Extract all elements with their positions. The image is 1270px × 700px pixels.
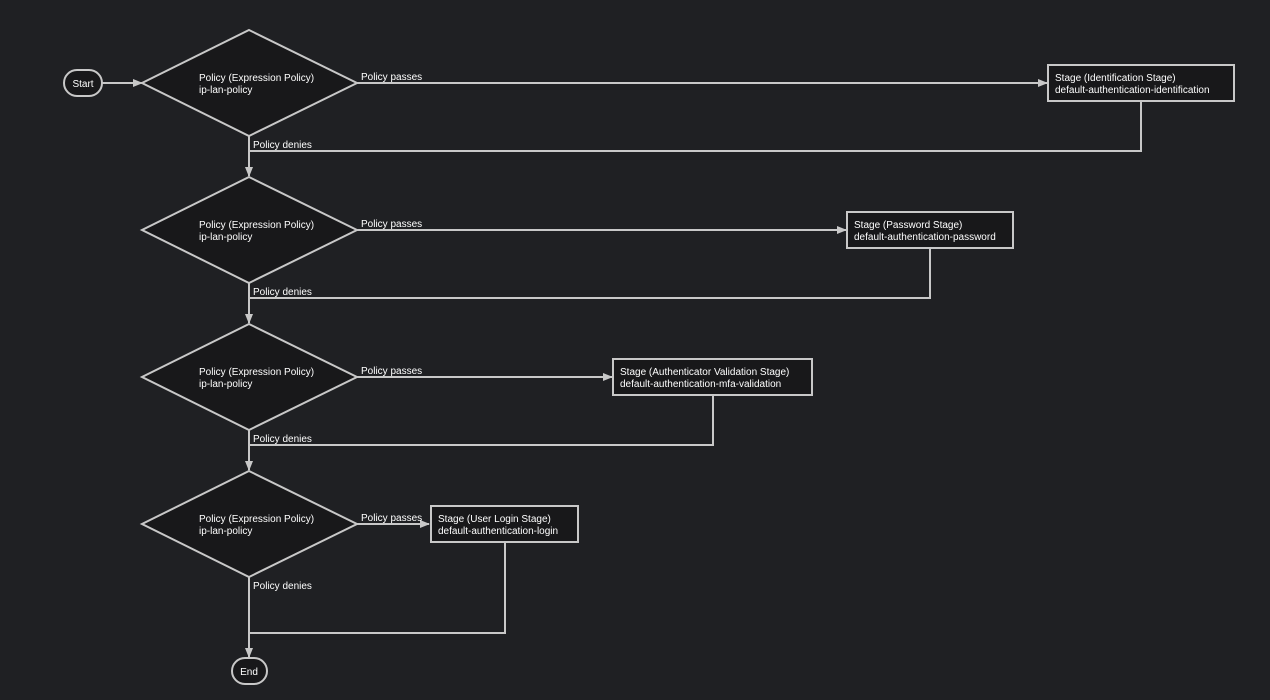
decision-3-line2: ip-lan-policy bbox=[199, 379, 252, 390]
decision-3-line1: Policy (Expression Policy) bbox=[199, 367, 314, 378]
decision-4-line1: Policy (Expression Policy) bbox=[199, 514, 314, 525]
stage-4-line2: default-authentication-login bbox=[438, 526, 558, 537]
stage-2: Stage (Password Stage) default-authentic… bbox=[846, 211, 1014, 249]
stage-1: Stage (Identification Stage) default-aut… bbox=[1047, 64, 1235, 102]
deny-label-1: Policy denies bbox=[253, 140, 312, 151]
edge-stage-3-to-decision-4 bbox=[249, 395, 714, 446]
pass-label-2: Policy passes bbox=[361, 219, 422, 230]
deny-label-4: Policy denies bbox=[253, 581, 312, 592]
pass-label-3: Policy passes bbox=[361, 366, 422, 377]
stage-2-line2: default-authentication-password bbox=[854, 232, 996, 243]
decision-2-line1: Policy (Expression Policy) bbox=[199, 220, 314, 231]
end-label: End bbox=[240, 667, 258, 678]
end-node: End bbox=[231, 657, 268, 685]
edge-stage-1-to-decision-2 bbox=[249, 101, 1142, 152]
decision-1-line2: ip-lan-policy bbox=[199, 85, 252, 96]
start-node: Start bbox=[63, 69, 103, 97]
pass-label-1: Policy passes bbox=[361, 72, 422, 83]
edge-labels: Policy passes Policy denies Policy passe… bbox=[253, 72, 422, 592]
stage-2-line1: Stage (Password Stage) bbox=[854, 220, 962, 231]
decision-1: Policy (Expression Policy) ip-lan-policy bbox=[139, 28, 360, 138]
stage-1-line2: default-authentication-identification bbox=[1055, 85, 1210, 96]
decision-2: Policy (Expression Policy) ip-lan-policy bbox=[139, 175, 360, 285]
stage-4-line1: Stage (User Login Stage) bbox=[438, 514, 551, 525]
start-label: Start bbox=[72, 79, 93, 90]
stage-3-line2: default-authentication-mfa-validation bbox=[620, 379, 781, 390]
decision-1-line1: Policy (Expression Policy) bbox=[199, 73, 314, 84]
stage-3: Stage (Authenticator Validation Stage) d… bbox=[612, 358, 813, 396]
decision-4: Policy (Expression Policy) ip-lan-policy bbox=[139, 469, 360, 579]
stage-1-line1: Stage (Identification Stage) bbox=[1055, 73, 1176, 84]
edge-stage-2-to-decision-3 bbox=[249, 248, 931, 299]
decision-3: Policy (Expression Policy) ip-lan-policy bbox=[139, 322, 360, 432]
decision-2-line2: ip-lan-policy bbox=[199, 232, 252, 243]
edge-stage-4-to-end bbox=[249, 542, 506, 634]
edges bbox=[102, 79, 1142, 658]
stage-3-line1: Stage (Authenticator Validation Stage) bbox=[620, 367, 789, 378]
stage-4: Stage (User Login Stage) default-authent… bbox=[430, 505, 579, 543]
deny-label-2: Policy denies bbox=[253, 287, 312, 298]
decision-4-line2: ip-lan-policy bbox=[199, 526, 252, 537]
pass-label-4: Policy passes bbox=[361, 513, 422, 524]
deny-label-3: Policy denies bbox=[253, 434, 312, 445]
